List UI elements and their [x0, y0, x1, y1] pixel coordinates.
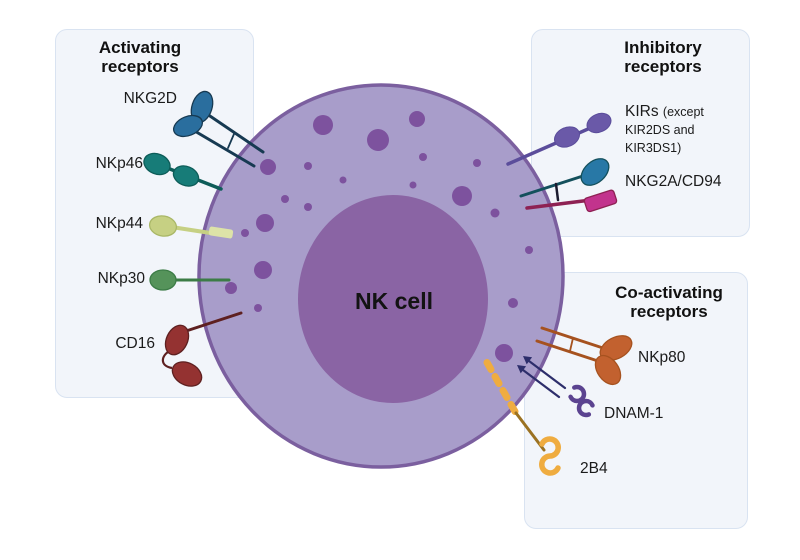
nkp30-receptor-icon: [149, 269, 231, 291]
granule: [508, 298, 518, 308]
granule: [339, 176, 347, 184]
granule: [254, 261, 272, 279]
coactivating-receptors-panel: [524, 272, 748, 529]
receptor-2b4-icon: [483, 359, 561, 476]
granule: [281, 195, 289, 203]
nkg2d-label: NKG2D: [123, 90, 177, 107]
cd16-label: CD16: [115, 335, 155, 352]
dnam1-receptor-icon: [517, 356, 596, 418]
cell-nucleus: [298, 195, 488, 403]
granule: [225, 282, 237, 294]
nkp44-label: NKp44: [95, 215, 143, 232]
granules: [225, 111, 533, 362]
kirs-label: KIRs (except KIR2DS and KIR3DS1): [625, 103, 729, 156]
granule: [473, 159, 481, 167]
nkp46-receptor-icon: [143, 152, 223, 191]
granule: [254, 304, 262, 312]
kirs-label-note: (except KIR2DS and KIR3DS1): [625, 105, 704, 155]
granule: [304, 162, 312, 170]
granule: [409, 181, 417, 189]
dnam1-label: DNAM-1: [604, 405, 664, 422]
2b4-label: 2B4: [580, 460, 608, 477]
granule: [452, 186, 472, 206]
nk-cell: [197, 83, 565, 469]
granule: [490, 208, 500, 218]
granule: [525, 246, 533, 254]
kirs-receptor-icon: [506, 112, 612, 166]
cd16-receptor-icon: [161, 311, 243, 387]
granule: [419, 153, 427, 161]
granule: [241, 229, 249, 237]
granule: [260, 159, 276, 175]
nkp80-label: NKp80: [638, 349, 686, 366]
granule: [256, 214, 274, 232]
nkp44-receptor-icon: [148, 215, 234, 239]
kirs-label-name: KIRs: [625, 103, 659, 120]
activating-panel-title: Activating receptors: [98, 38, 182, 76]
coactivating-panel-title: Co-activating receptors: [615, 283, 723, 321]
granule: [367, 129, 389, 151]
granule: [495, 344, 513, 362]
nkg2a-cd94-receptor-icon: [519, 158, 618, 213]
granule: [304, 203, 312, 211]
granule: [313, 115, 333, 135]
granule: [409, 111, 425, 127]
nk-cell-label: NK cell: [355, 288, 433, 314]
nkp30-label: NKp30: [97, 270, 145, 287]
nkg2a-cd94-label: NKG2A/CD94: [625, 173, 722, 190]
nkp46-label: NKp46: [95, 155, 143, 172]
nkg2d-receptor-icon: [172, 90, 265, 168]
inhibitory-panel-title: Inhibitory receptors: [624, 38, 702, 76]
nkp80-receptor-icon: [535, 326, 633, 386]
